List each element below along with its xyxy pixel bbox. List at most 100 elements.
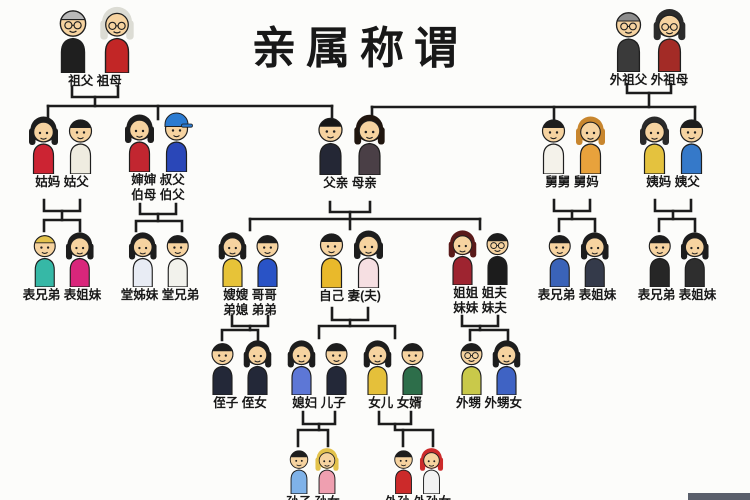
connector-line [220,328,260,342]
connector-line [138,202,178,216]
person-female-icon [315,448,339,494]
connector-line [552,198,592,213]
node-label: 自己 妻(夫) [319,289,381,303]
node-maternal-grandparents: 外祖父 外祖母 [605,6,694,87]
person-male-icon [548,235,571,287]
person-male-icon [256,235,279,287]
node-label: 嫂嫂 哥哥 [223,288,277,302]
couple-figures [202,338,279,395]
node-label: 外祖父 外祖母 [609,73,689,87]
couple-figures [23,230,100,287]
connector-line [296,428,330,448]
node-grandchildren: 孙子 孙女 [282,446,345,500]
person-female-icon [243,340,272,395]
node-self-spouse: 自己 妻(夫) [310,228,391,303]
node-daughter-couple: 女儿 女婿 [357,338,434,410]
connector-line [42,218,82,233]
person-female-icon [125,114,154,172]
connector-line [134,219,184,233]
couple-figures [633,114,714,174]
person-female-icon [100,6,134,73]
connector-line [301,410,337,426]
couple-figures [532,114,613,174]
node-label: 堂姊妹 堂兄弟 [120,288,200,302]
node-paternal-grandparents: 祖父 祖母 [48,4,143,88]
node-label: 姐姐 姐夫 [453,286,507,300]
node-label: 姑妈 姑父 [35,175,89,189]
person-female-icon [640,116,669,174]
person-female-icon [576,116,605,174]
couple-figures [310,228,391,288]
couple-figures [357,338,434,395]
couple-figures [308,112,393,175]
person-female-icon [653,9,686,72]
couple-figures [451,338,528,395]
person-female-icon [128,232,157,287]
person-female-icon [492,340,521,395]
person-male-icon [164,112,193,172]
node-sororal-nephew-niece: 外甥 外甥女 [451,338,528,410]
node-label: 祖父 祖母 [68,74,122,88]
person-male-icon [648,235,671,287]
connector-line [468,328,510,342]
connector-line [653,198,693,213]
node-maternal-uncle-couple: 舅舅 舅妈 [532,114,613,189]
person-male-icon [541,119,566,174]
person-male-icon [33,235,56,287]
connector-line [557,217,597,233]
couple-figures [442,228,519,285]
node-sisters-couple: 姐姐 姐夫妹妹 妹夫 [442,228,519,316]
node-brothers-couple: 嫂嫂 哥哥弟媳 弟弟 [212,230,289,318]
couple-figures [605,6,694,72]
node-label: 表兄弟 表姐妹 [537,288,617,302]
person-female-icon [448,230,477,285]
person-male-icon [289,450,309,494]
couple-figures [281,338,358,395]
node-maternal-grandchildren: 外孙 外孙女 [385,446,451,500]
person-male-icon [325,343,348,395]
node-label: 媳妇 儿子 [292,396,346,410]
person-male-icon [211,343,234,395]
connector-line [393,422,405,432]
node-maternal-aunt-couple: 姨妈 姨父 [633,114,714,189]
person-male-icon [615,12,642,72]
person-male-icon [679,119,704,174]
couple-figures [121,230,198,287]
couple-figures [22,114,103,174]
person-female-icon [29,116,58,174]
person-female-icon [420,448,444,494]
node-label: 外孙 外孙女 [385,495,451,500]
node-label: 父亲 母亲 [323,176,377,190]
page-title: 亲属称谓 [252,23,468,74]
node-paternal-aunt-couple: 姑妈 姑父 [22,114,103,189]
node-label: 表兄弟 表姐妹 [637,288,717,302]
couple-figures [638,230,715,287]
node-label: 姨妈 姨父 [646,175,700,189]
person-female-icon [580,232,609,287]
couple-figures [212,230,289,287]
person-female-icon [680,232,709,287]
couple-figures [386,446,449,494]
person-female-icon [287,340,316,395]
person-male-icon [401,343,424,395]
person-male-icon [59,10,87,73]
node-label: 外甥 外甥女 [456,396,522,410]
person-female-icon [218,232,247,287]
person-male-icon [486,233,509,285]
connector-line [330,306,370,322]
node-cousins-paternal-uncle: 堂姊妹 堂兄弟 [121,230,199,302]
connector-line [657,217,697,233]
connector-line [328,200,372,214]
node-label: 妹妹 妹夫 [453,301,507,316]
node-label: 表兄弟 表姐妹 [22,288,102,302]
node-label: 侄子 侄女 [213,396,267,410]
node-cousins-paternal-aunt: 表兄弟 表姐妹 [23,230,101,302]
node-label: 女儿 女婿 [368,396,422,410]
couple-figures [48,4,143,73]
connector-line [70,85,120,99]
person-female-icon [354,230,383,288]
node-label: 孙子 孙女 [286,495,339,500]
node-label: 舅舅 舅妈 [545,175,599,189]
